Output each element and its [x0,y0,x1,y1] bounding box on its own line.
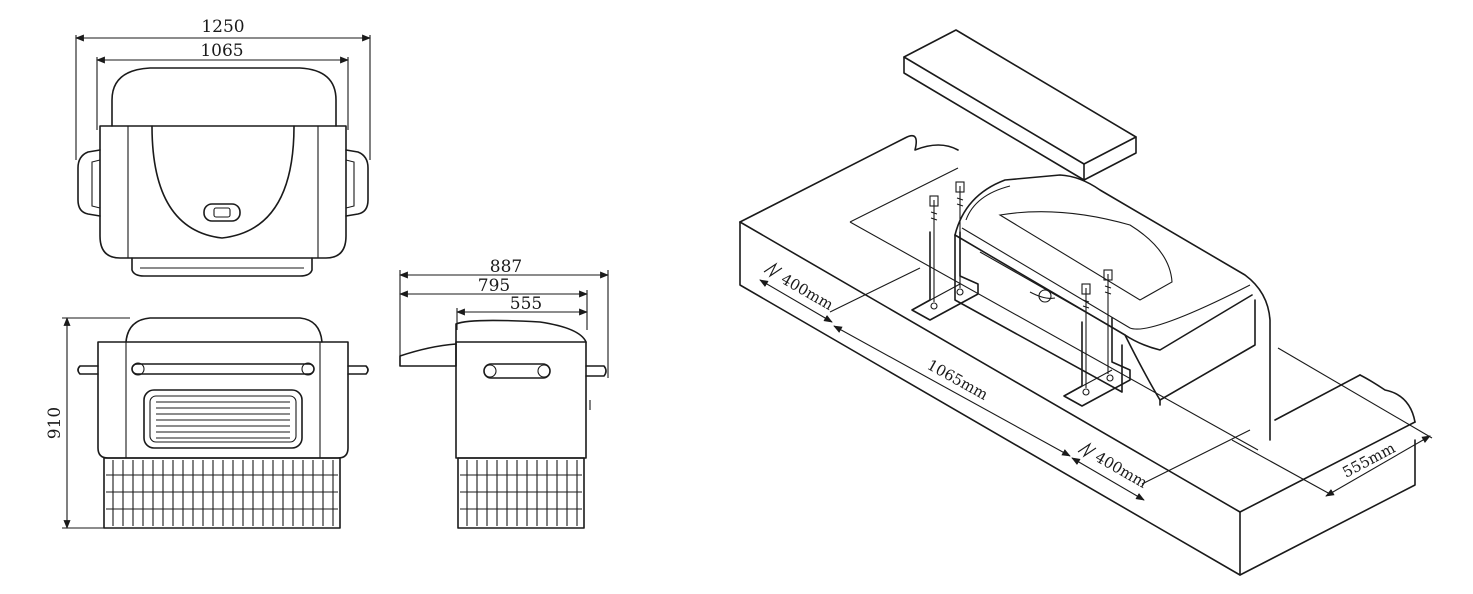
rail-bar [131,363,315,375]
right-handle [345,149,369,217]
elevation-body [97,341,349,459]
lid-dome [111,67,337,127]
machine-top-contour [954,174,1271,441]
dim-label-1065mm: 1065mm [924,356,991,404]
cover-plank-top [903,29,1137,165]
brush-bristles [106,460,338,526]
grille-slats [156,401,290,439]
side-cover-flap [399,343,457,367]
sym-left [763,262,783,278]
side-brush-bristles [460,460,582,526]
machine-side-body [954,234,1123,393]
main-body [99,125,347,259]
slab-back-left-break [739,134,959,223]
dim-line-1065mm [833,325,1071,457]
side-body [455,341,587,459]
dim-label-887: 887 [490,257,522,277]
right-anchor-bolts [1081,269,1113,388]
sym-right [1077,442,1097,458]
side-brush-block [457,457,585,529]
dim-line-555mm [1325,435,1431,497]
side-elevation-view: 887 795 555 [399,257,609,529]
left-handle [77,149,101,217]
dim-label-1065: 1065 [200,41,243,61]
cover-plank-sides [903,56,1137,181]
left-pin [77,365,99,375]
top-cap [125,317,323,343]
slab-front-edges [739,221,1416,576]
brush-block [103,457,341,529]
logo-badge [203,203,241,222]
dim-line-400-left [759,279,833,323]
installation-isometric-view: 400mm 1065mm 400mm 555mm [739,29,1433,576]
dim-label-910: 910 [45,407,65,439]
slab-back-right-break [1359,374,1416,423]
dim-line-400-right [1071,457,1145,501]
oval-window [151,125,295,239]
machine-window [998,211,1173,301]
dim-label-555: 555 [510,294,542,314]
side-pin [585,365,607,377]
dim-label-795: 795 [478,276,510,296]
dim-label-1250: 1250 [201,17,244,37]
right-pin [347,365,369,375]
left-anchor-bolts [929,181,965,302]
machine-front-body [1124,299,1256,401]
side-top-cap [455,319,587,345]
bottom-bar [131,257,313,277]
front-top-view: 1250 1065 [75,17,371,277]
air-grille [143,389,303,449]
front-elevation-view: 910 [45,317,369,529]
